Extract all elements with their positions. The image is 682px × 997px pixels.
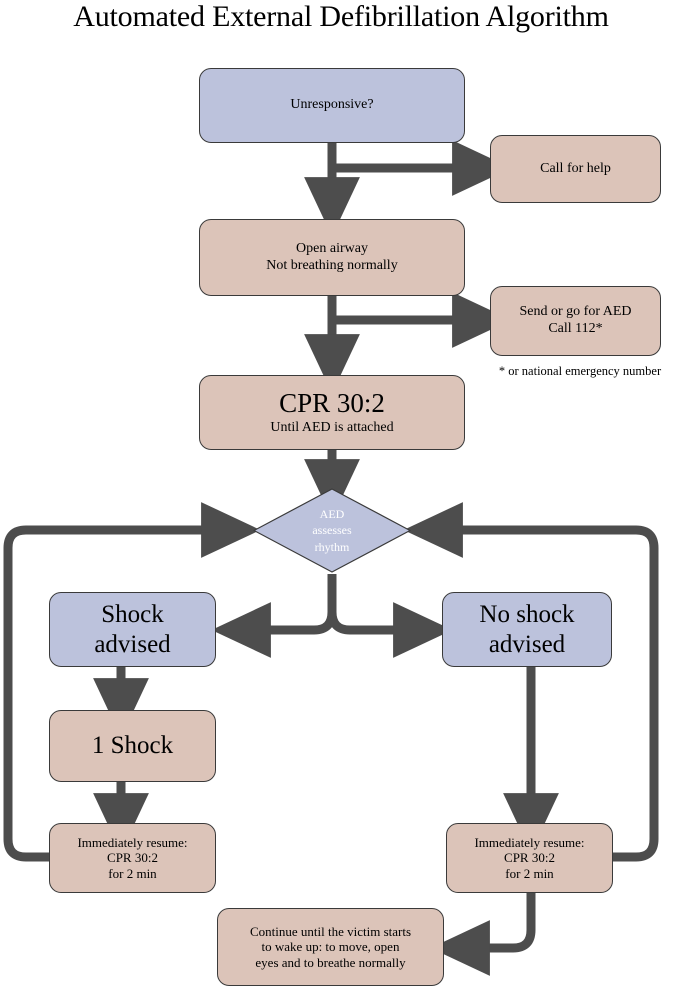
node-send-for-aed-line1: Send or go for AED: [519, 304, 632, 320]
node-continue-until-line3: eyes and to breathe normally: [255, 954, 406, 970]
diamond-shape: [253, 488, 411, 573]
page-title: Automated External Defibrillation Algori…: [73, 0, 609, 33]
node-resume-right-line1: Immediately resume:: [474, 835, 585, 850]
node-shock-advised[interactable]: Shock advised: [49, 592, 216, 667]
footnote-emergency-number: * or national emergency number: [498, 364, 662, 378]
node-continue-until-line2: to wake up: to move, open: [261, 939, 400, 955]
node-no-shock-advised-line2: advised: [488, 630, 566, 658]
edge-aed-split-left: [211, 574, 337, 658]
node-open-airway[interactable]: Open airway Not breathing normally: [199, 219, 465, 296]
node-one-shock[interactable]: 1 Shock: [49, 710, 216, 782]
node-unresponsive-line1: Unresponsive?: [290, 97, 374, 113]
node-resume-left[interactable]: Immediately resume: CPR 30:2 for 2 min: [49, 823, 216, 893]
node-one-shock-line1: 1 Shock: [91, 732, 174, 760]
node-resume-left-line3: for 2 min: [108, 865, 157, 881]
edge-resume-right-to-continue: [430, 893, 536, 976]
node-unresponsive[interactable]: Unresponsive?: [199, 68, 465, 143]
node-no-shock-advised[interactable]: No shock advised: [442, 592, 612, 667]
node-aed-assess-label: AED assesses rhythm: [252, 487, 412, 574]
node-continue-until[interactable]: Continue until the victim starts to wake…: [217, 908, 444, 986]
node-resume-left-line2: CPR 30:2: [107, 850, 158, 866]
node-call-for-help-line1: Call for help: [540, 160, 611, 176]
node-cpr-initial-line2: Until AED is attached: [270, 420, 394, 436]
node-shock-advised-line1: Shock: [101, 601, 164, 628]
node-continue-until-line1: Continue until the victim starts: [249, 924, 412, 939]
edge-aed-split-right: [327, 574, 453, 658]
node-open-airway-line1: Open airway: [296, 240, 368, 256]
node-shock-advised-line2: advised: [94, 630, 171, 658]
node-aed-assess-line2: assesses: [312, 523, 352, 538]
edge-resume-right-loop-to-aed: [403, 502, 659, 862]
node-no-shock-advised-line1: No shock: [479, 601, 575, 628]
node-resume-right-line3: for 2 min: [505, 865, 554, 881]
node-aed-assess-line3: rhythm: [314, 539, 350, 554]
node-aed-assess-line1: AED: [319, 507, 345, 522]
node-call-for-help[interactable]: Call for help: [490, 135, 661, 203]
node-cpr-initial-line1: CPR 30:2: [279, 388, 385, 419]
node-resume-right[interactable]: Immediately resume: CPR 30:2 for 2 min: [446, 823, 613, 893]
edge-resume-left-loop-to-aed: [3, 502, 261, 862]
node-open-airway-line2: Not breathing normally: [266, 257, 398, 273]
node-resume-left-line1: Immediately resume:: [77, 835, 188, 850]
node-resume-right-line2: CPR 30:2: [504, 850, 555, 866]
node-cpr-initial[interactable]: CPR 30:2 Until AED is attached: [199, 375, 465, 450]
node-send-for-aed-line2: Call 112*: [548, 321, 603, 336]
node-aed-assess[interactable]: AED assesses rhythm: [252, 487, 412, 574]
node-send-for-aed[interactable]: Send or go for AED Call 112*: [490, 286, 661, 356]
